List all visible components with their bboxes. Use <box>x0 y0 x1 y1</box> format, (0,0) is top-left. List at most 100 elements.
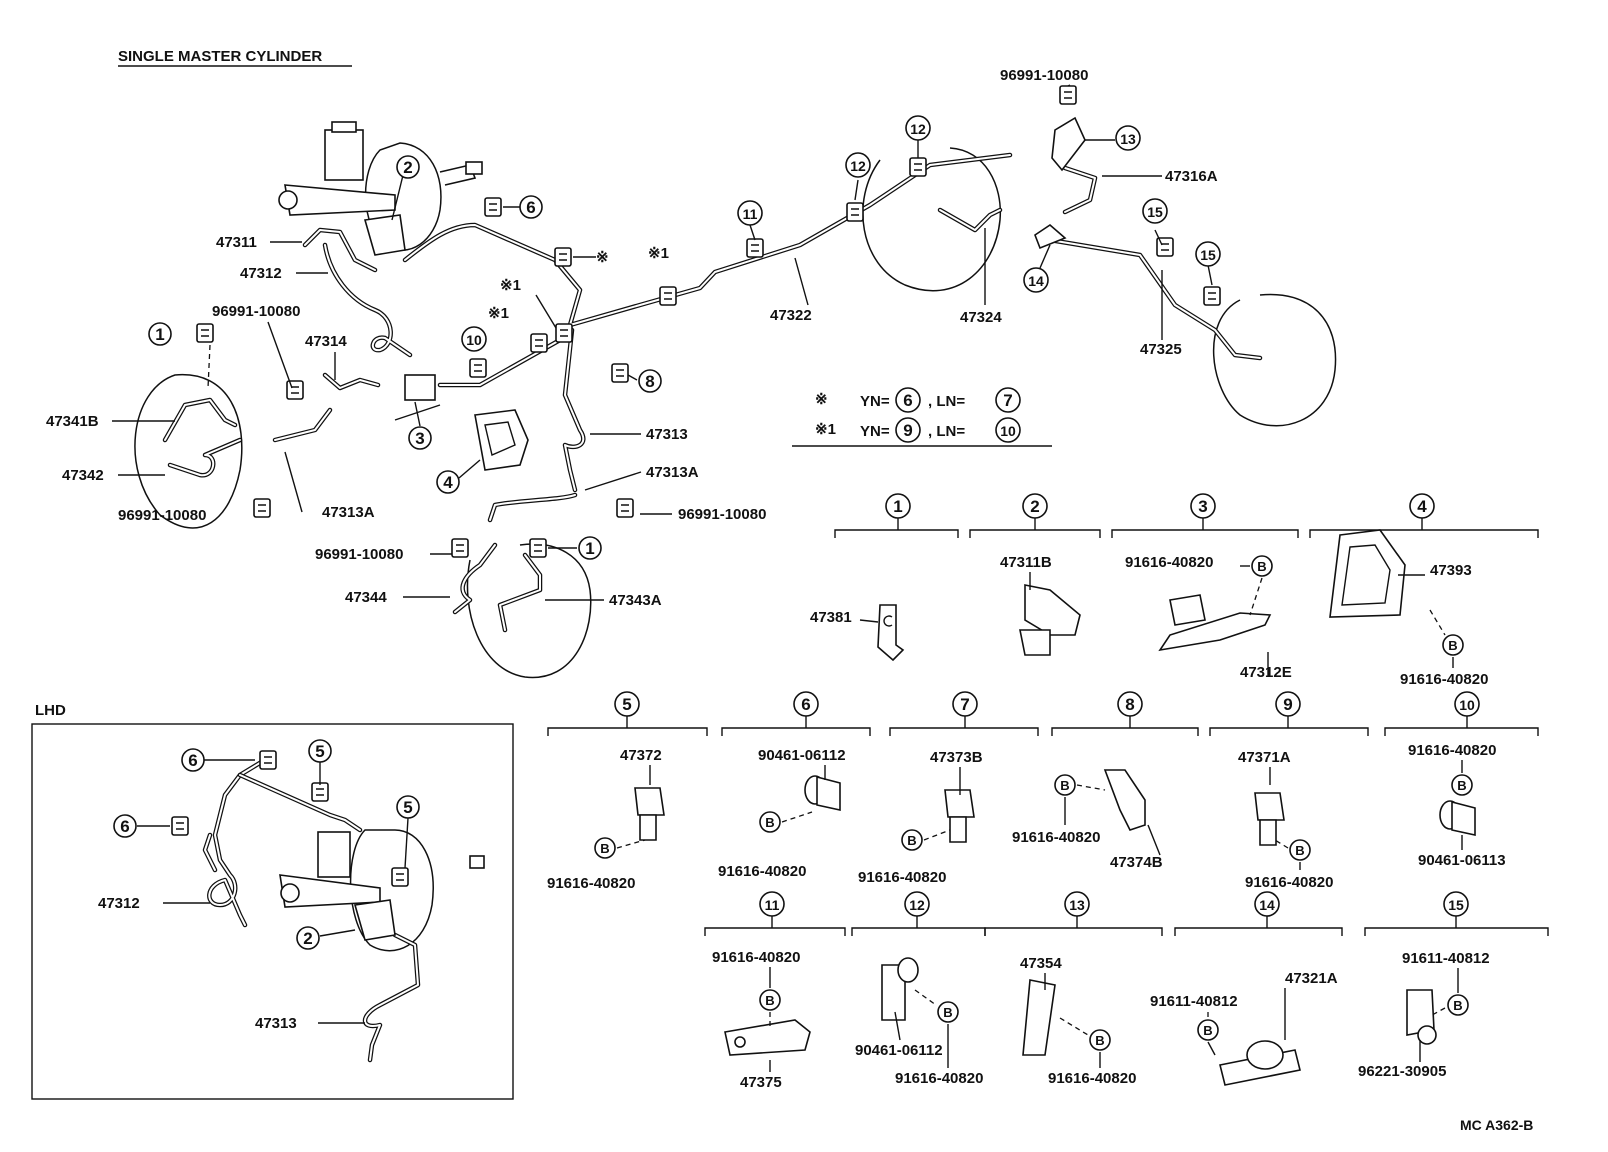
detail-13-label-0: 47354 <box>1020 955 1062 972</box>
detail-number-5: 5 <box>622 695 631 714</box>
pipe-47342 <box>167 437 243 478</box>
detail-bolt-10: B <box>1457 778 1466 793</box>
detail-4-label-0: 47393 <box>1430 562 1472 579</box>
detail-11-label-1: 47375 <box>740 1074 782 1091</box>
detail-bolt-13: B <box>1095 1033 1104 1048</box>
detail-9-label-0: 47371A <box>1238 749 1291 766</box>
legend-row1-mark: ※ <box>815 391 828 408</box>
detail-parts: 147381247311B3B91616-4082047312E4B473939… <box>547 493 1549 1091</box>
detail-number-11: 11 <box>765 897 780 913</box>
pipe-47344 <box>452 542 498 615</box>
detail-bolt-4: B <box>1448 638 1457 653</box>
lhd-label-47313: 47313 <box>255 1015 297 1032</box>
lhd-label-47312: 47312 <box>98 895 140 912</box>
rear-left-drum <box>862 147 1002 292</box>
clip-11-part <box>746 238 764 258</box>
label-96991-c: 96991-10080 <box>315 546 403 563</box>
detail-number-13: 13 <box>1069 897 1085 913</box>
detail-bolt-11: B <box>765 993 774 1008</box>
lhd-callout-2: 2 <box>296 926 320 950</box>
label-47324: 47324 <box>960 309 1002 326</box>
lhd-callout-5b: 5 <box>396 795 420 819</box>
svg-text:1: 1 <box>585 539 594 558</box>
label-47344: 47344 <box>345 589 387 606</box>
hose-47316A <box>1062 165 1098 215</box>
clip-96991-c-part <box>451 538 469 558</box>
detail-group-13: 13B 47354 91616-40820 <box>984 891 1163 1087</box>
svg-text:14: 14 <box>1028 273 1044 289</box>
clip-star1-c-part <box>530 333 548 353</box>
callout-1b: 1 <box>578 536 602 560</box>
label-47313A-right: 47313A <box>646 464 699 481</box>
detail-part-8 <box>1103 769 1146 831</box>
label-star: ※ <box>596 249 609 266</box>
clip-15b-part <box>1203 286 1221 306</box>
detail-part-13 <box>1022 979 1056 1056</box>
callout-11a: 11 <box>737 200 763 226</box>
proportioning-valve <box>394 374 441 421</box>
callout-12a: 12 <box>845 152 871 178</box>
cover-bracket-4-part <box>474 409 529 471</box>
detail-part-3 <box>1158 594 1272 652</box>
detail-11-label-0: 91616-40820 <box>712 949 800 966</box>
legend-row1-ln: , LN= <box>928 393 965 410</box>
rear-right-drum <box>1212 293 1337 427</box>
detail-part-14 <box>1219 1040 1301 1086</box>
pipe-47311 <box>302 227 378 273</box>
detail-number-15: 15 <box>1448 897 1464 913</box>
clip-1b-part <box>529 538 547 558</box>
detail-part-4 <box>1329 529 1406 618</box>
pipe-47341B <box>162 397 238 443</box>
pipe-47325 <box>1047 237 1263 361</box>
callout-10a: 10 <box>461 326 487 352</box>
detail-number-3: 3 <box>1198 497 1207 516</box>
clip-star1-a-part <box>659 286 677 306</box>
detail-number-8: 8 <box>1125 695 1134 714</box>
label-96991-d: 96991-10080 <box>678 506 766 523</box>
svg-text:2: 2 <box>403 158 412 177</box>
hose-47313A-left <box>272 407 333 443</box>
svg-text:15: 15 <box>1147 204 1163 220</box>
legend-row1-yn: YN= <box>860 393 890 410</box>
label-47325: 47325 <box>1140 341 1182 358</box>
detail-9-label-1: 91616-40820 <box>1245 874 1333 891</box>
svg-text:1: 1 <box>155 325 164 344</box>
label-96991-e: 96991-10080 <box>1000 67 1088 84</box>
detail-13-label-1: 91616-40820 <box>1048 1070 1136 1087</box>
detail-14-label-0: 47321A <box>1285 970 1338 987</box>
main-callouts: 1 2 3 4 6 8 10 11 12 12 13 14 15 15 1 <box>148 115 1221 560</box>
detail-14-label-1: 91611-40812 <box>1150 993 1238 1010</box>
detail-number-1: 1 <box>893 497 902 516</box>
bracket-13-part <box>1051 116 1086 172</box>
pipe-47313 <box>562 327 586 493</box>
label-star1-c: ※1 <box>488 305 509 322</box>
detail-6-label-0: 90461-06112 <box>758 747 846 764</box>
pipe-47322 <box>402 152 1013 328</box>
svg-text:10: 10 <box>466 332 482 348</box>
clip-star-part <box>554 247 572 267</box>
detail-7-label-0: 47373B <box>930 749 983 766</box>
detail-4-label-1: 91616-40820 <box>1400 671 1488 688</box>
legend-row2-yn-ref: 9 <box>903 421 912 440</box>
main-labels: 47311 47312 96991-10080 47314 47341B 473… <box>46 67 1218 609</box>
callout-1a: 1 <box>148 322 172 346</box>
label-47313: 47313 <box>646 426 688 443</box>
clip-10-part <box>469 358 487 378</box>
detail-number-2: 2 <box>1030 497 1039 516</box>
callout-14a: 14 <box>1023 267 1049 293</box>
label-star1-a: ※1 <box>648 245 669 262</box>
pipe-47313A-right <box>487 492 578 523</box>
detail-3-label-1: 47312E <box>1240 664 1292 681</box>
detail-part-10 <box>1439 800 1476 836</box>
detail-1-label-0: 47381 <box>810 609 852 626</box>
lhd-callout-6b: 6 <box>113 814 137 838</box>
callout-2a: 2 <box>396 155 420 179</box>
